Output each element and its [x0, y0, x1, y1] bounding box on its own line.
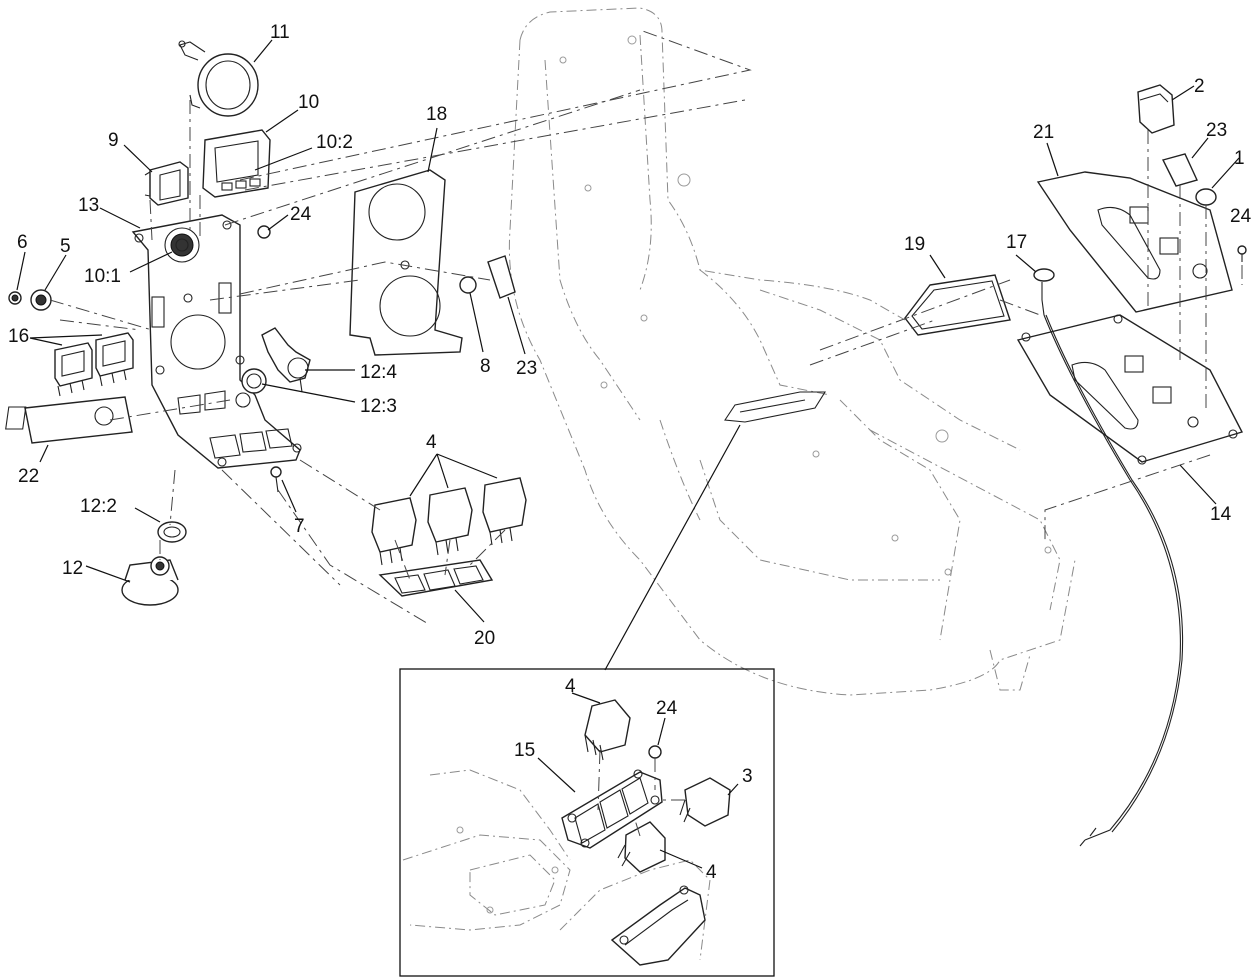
inset-part-4-switch-bottom: [617, 821, 666, 873]
callout-10-2: 10:2: [316, 132, 353, 153]
callout-labels: 11 10 10:2 9 13 24 6 5 10:1 18 16 12:4 1…: [8, 22, 1252, 883]
callout-12-4: 12:4: [360, 362, 397, 383]
callout-13: 13: [78, 195, 99, 216]
callout-12-3: 12:3: [360, 396, 397, 417]
callout-23-b: 23: [1206, 120, 1227, 141]
callout-10: 10: [298, 92, 319, 113]
callout-20: 20: [474, 628, 495, 649]
callout-4-a: 4: [426, 432, 437, 453]
part-9-rocker-switch: [144, 161, 189, 206]
part-2-switch: [1137, 84, 1175, 134]
callout-24-c: 24: [656, 698, 678, 719]
callout-15: 15: [514, 740, 535, 761]
inset-part-15-bezel: [561, 769, 663, 849]
part-21-cover-plate: [1036, 171, 1233, 313]
part-11-hour-meter: [178, 40, 259, 117]
callout-24-b: 24: [1230, 206, 1252, 227]
part-23-cap-a: [487, 255, 516, 299]
inset-part-24-screw: [648, 745, 662, 759]
callout-10-1: 10:1: [84, 266, 121, 287]
part-12-3-nut: [241, 368, 267, 394]
part-17-choke-cable: [1033, 268, 1184, 847]
callout-16: 16: [8, 326, 29, 347]
part-19-gasket: [904, 274, 1011, 336]
callout-3: 3: [742, 766, 753, 787]
leader-lines: [16, 39, 1240, 869]
part-22-bezel: [0, 396, 133, 444]
callout-11: 11: [270, 22, 290, 43]
callout-17: 17: [1006, 232, 1027, 253]
inset-frame: [399, 668, 775, 977]
inset-lower-bracket: [610, 885, 706, 966]
callout-21: 21: [1033, 122, 1054, 143]
inset-detail: [399, 668, 775, 977]
part-16-rocker-switches: [54, 332, 134, 397]
callout-14: 14: [1210, 504, 1232, 525]
callout-12-2: 12:2: [80, 496, 117, 517]
callout-12: 12: [62, 558, 83, 579]
callout-18: 18: [426, 104, 447, 125]
part-4-rocker-switches-a: [371, 477, 527, 566]
callout-22: 22: [18, 466, 39, 487]
part-12-4-key: [261, 327, 311, 393]
callout-9: 9: [108, 130, 119, 151]
part-24-screw-b: [1237, 245, 1247, 262]
part-5-nut: [30, 289, 52, 311]
part-23-cap-b: [1161, 153, 1198, 187]
part-18-gasket: [349, 169, 463, 356]
part-6-knob: [8, 291, 22, 305]
callout-23-a: 23: [516, 358, 537, 379]
callout-19: 19: [904, 234, 925, 255]
inset-console-ghost: [402, 769, 711, 961]
part-1-knob: [1195, 188, 1217, 206]
part-24-screw-a: [257, 225, 271, 239]
inset-part-4-switch-top: [584, 699, 631, 761]
callout-4-c: 4: [706, 862, 717, 883]
assembly-lines: [49, 29, 1243, 626]
part-20-switch-bezel: [378, 559, 494, 597]
part-8-plug: [459, 276, 477, 294]
part-12-2-nut: [157, 521, 187, 543]
callout-8: 8: [480, 356, 491, 377]
callout-5: 5: [60, 236, 71, 257]
part-12-ignition-switch: [121, 556, 179, 606]
part-10-display-module: [202, 129, 271, 198]
part-14-lower-plate: [1016, 314, 1244, 465]
callout-7: 7: [294, 516, 305, 537]
callout-6: 6: [17, 232, 28, 253]
part-7-bolt: [270, 466, 282, 493]
callout-24-a: 24: [290, 204, 312, 225]
callout-1: 1: [1234, 148, 1245, 169]
console-shift-slot: [604, 391, 826, 671]
callout-2: 2: [1194, 76, 1205, 97]
callout-4-b: 4: [565, 676, 576, 697]
part-13-dash-panel: [131, 214, 302, 469]
inset-part-3-switch: [679, 777, 731, 827]
console-body-outline: [508, 7, 1076, 696]
